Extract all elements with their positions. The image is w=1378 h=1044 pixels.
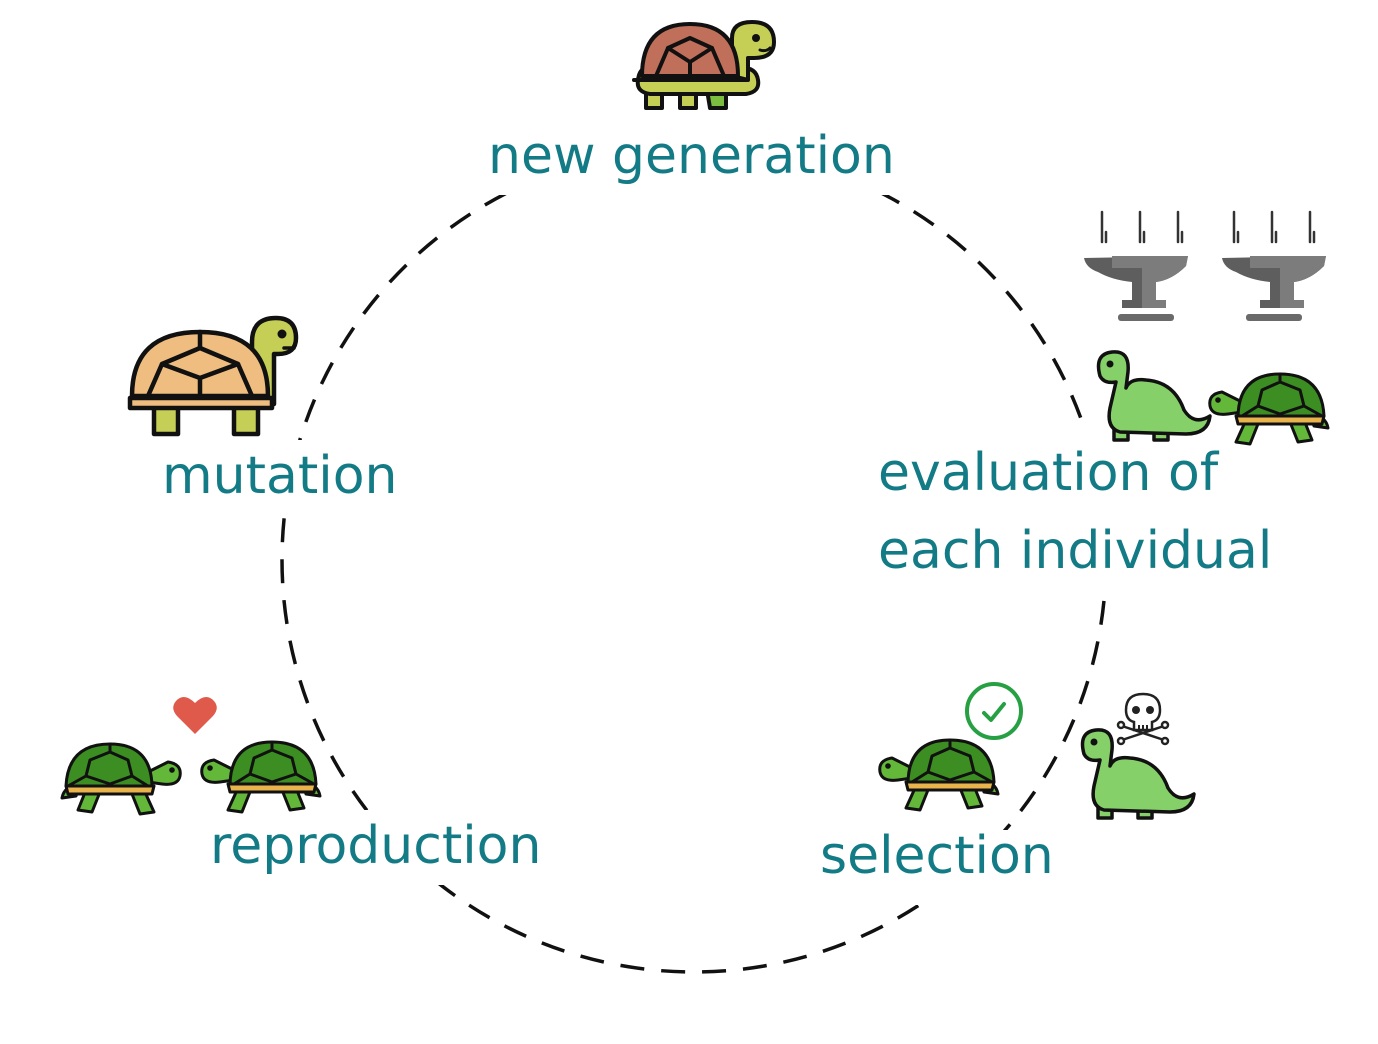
stage-label-evaluation-line2: each individual xyxy=(878,521,1273,581)
skull-crossbones-icon xyxy=(1116,690,1170,746)
anvil-icon xyxy=(1220,208,1330,324)
stage-label-new-generation: new generation xyxy=(488,126,895,186)
stage-label-evaluation: evaluation of each individual xyxy=(878,434,1272,590)
turtle-icon xyxy=(1206,370,1330,448)
tortoise-icon xyxy=(126,312,302,440)
tortoise-icon xyxy=(628,18,778,114)
stage-label-reproduction: reproduction xyxy=(210,816,542,876)
turtle-icon xyxy=(198,738,322,816)
stage-label-mutation: mutation xyxy=(162,446,398,506)
turtle-icon xyxy=(60,740,184,818)
stage-label-evaluation-line1: evaluation of xyxy=(878,443,1219,503)
turtle-icon xyxy=(876,736,1000,814)
dinosaur-icon xyxy=(1090,348,1214,446)
check-circle-icon xyxy=(964,680,1026,742)
anvil-icon xyxy=(1082,208,1192,324)
dinosaur-icon xyxy=(1074,726,1198,824)
heart-icon xyxy=(172,694,218,736)
stage-label-selection: selection xyxy=(820,826,1054,886)
